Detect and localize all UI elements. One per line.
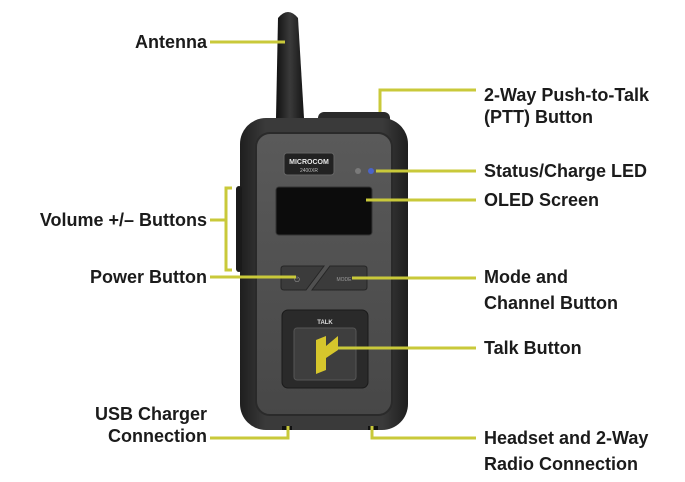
status-led <box>368 168 374 174</box>
leader-ptt <box>378 88 476 112</box>
leader-volume-bracket <box>224 186 232 272</box>
mode-key-label: MODE <box>337 277 353 283</box>
brand-model: 2400XR <box>300 168 318 174</box>
oled-screen <box>275 186 373 236</box>
antenna <box>276 12 304 118</box>
label-mode: Mode and Channel Button <box>484 267 618 313</box>
volume-buttons <box>236 186 242 272</box>
mode-key <box>311 265 368 291</box>
label-volume: Volume +/– Buttons <box>39 210 207 230</box>
leader-headset <box>370 426 476 440</box>
talk-icon <box>316 336 326 374</box>
led-light <box>355 168 361 174</box>
power-key <box>280 265 325 291</box>
label-power: Power Button <box>90 267 207 287</box>
leader-usb <box>210 426 290 440</box>
label-ptt: 2-Way Push-to-Talk (PTT) Button <box>484 85 650 127</box>
label-oled: OLED Screen <box>484 190 600 210</box>
brand-name: MICROCOM <box>289 159 329 166</box>
talk-icon-accent <box>326 336 338 358</box>
leader-lines <box>210 40 476 440</box>
label-headset: Headset and 2-Way Radio Connection <box>484 428 649 474</box>
brand-badge <box>283 152 335 176</box>
label-talk: Talk Button <box>484 338 582 358</box>
label-led: Status/Charge LED <box>484 161 648 181</box>
label-usb: USB Charger Connection <box>94 404 207 446</box>
label-antenna: Antenna <box>135 32 207 52</box>
power-key-glyph: ⏻ <box>294 276 300 284</box>
talk-label: TALK <box>317 320 333 326</box>
